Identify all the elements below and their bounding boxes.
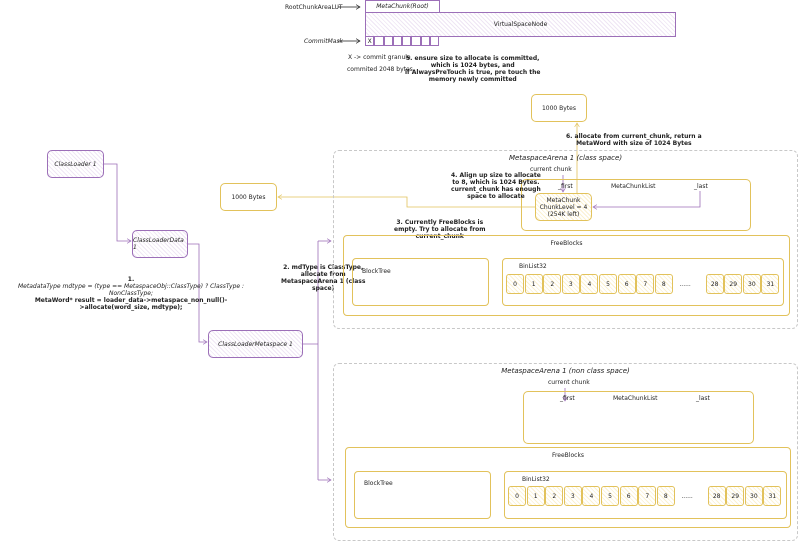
bin-cell: 2: [543, 274, 562, 294]
bin-cell: 4: [580, 274, 599, 294]
bin-cell: 0: [506, 274, 525, 294]
blocktree-nonclass: [354, 471, 491, 519]
metachunk-list-class: [521, 179, 751, 231]
commit-granule: [383, 36, 393, 46]
root-lut-label: RootChunkAreaLUT: [285, 4, 343, 11]
metachunk-list-label: MetaChunkList: [613, 395, 658, 402]
bin-cell: 8: [654, 274, 673, 294]
metachunk-list-nonclass: [523, 391, 754, 444]
bin-ellipsis: ......: [679, 281, 691, 288]
commit-granule: X: [365, 36, 375, 46]
commit-granule: [429, 36, 439, 46]
bin-cell: 7: [636, 274, 655, 294]
binlist-class: [502, 258, 784, 306]
cl-to-cld: [103, 163, 131, 241]
freeblocks-nonclass: [345, 447, 791, 528]
bin-cell: 6: [619, 486, 638, 506]
bin-cell: 8: [656, 486, 675, 506]
bin-cell: 4: [582, 486, 601, 506]
metaspace-arena-class: [333, 150, 798, 329]
note-6: 6. allocate from current_chunk, return a…: [566, 133, 702, 147]
legend-committed: commited 2048 bytes: [347, 66, 413, 73]
binlist-label: BinList32: [519, 263, 547, 270]
cld-to-clm: [188, 243, 207, 342]
chunk-to-left-bytes: [278, 197, 535, 208]
blocktree-label: BlockTree: [362, 268, 391, 275]
bin-cell: 0: [508, 486, 527, 506]
bin-cell: 1: [524, 274, 543, 294]
first-label: _first: [560, 395, 575, 402]
bin-cell: 6: [617, 274, 636, 294]
current-chunk-label: current chunk: [548, 379, 590, 386]
commit-granule: [420, 36, 430, 46]
blocktree-label: BlockTree: [364, 480, 393, 487]
metachunk-list-label: MetaChunkList: [611, 183, 656, 190]
allocated-bytes-top: 1000 Bytes: [531, 94, 587, 122]
bin-cell: 3: [561, 274, 580, 294]
class-loader-1: ClassLoader 1: [47, 150, 104, 178]
bin-cell: 5: [599, 274, 618, 294]
arena-class-title: MetaspaceArena 1 (class space): [508, 154, 623, 162]
commit-granule: [411, 36, 421, 46]
blocktree-class: [352, 258, 489, 306]
bin-cell: 31: [761, 274, 780, 294]
bin-cell: 28: [705, 274, 724, 294]
bin-cell: 3: [563, 486, 582, 506]
legend-granule: X -> commit granule: [348, 54, 411, 61]
class-loader-data-1: ClassLoaderData 1: [132, 230, 188, 258]
freeblocks-label: FreeBlocks: [550, 240, 583, 247]
commit-granule: [374, 36, 384, 46]
binlist-nonclass: [504, 471, 787, 519]
bin-cell: 28: [707, 486, 726, 506]
commit-granule: [402, 36, 412, 46]
metaspace-arena-nonclass: [333, 363, 798, 541]
note-1: 1.MetadataType mdtype = (type == Metaspa…: [18, 276, 244, 311]
bin-cell: 29: [724, 274, 743, 294]
bin-cell: 30: [742, 274, 761, 294]
bin-cell: 2: [545, 486, 564, 506]
note-5: 5. ensure size to allocate is committed,…: [405, 55, 541, 83]
bin-ellipsis: ......: [681, 493, 693, 500]
bin-cell: 31: [763, 486, 782, 506]
last-arrow-1: [593, 191, 701, 207]
bin-cell: 1: [526, 486, 545, 506]
freeblocks-class: [343, 235, 790, 316]
bin-cell: 30: [744, 486, 763, 506]
current-chunk-label: current chunk: [530, 166, 572, 173]
freeblocks-label: FreeBlocks: [551, 452, 585, 459]
last-label: _last: [694, 183, 708, 190]
virtual-space-node: VirtualSpaceNode: [365, 12, 676, 37]
bin-cell: 29: [726, 486, 745, 506]
commit-granule: [392, 36, 402, 46]
class-loader-metaspace-1: ClassLoaderMetaspace 1: [208, 330, 303, 358]
arena-nonclass-title: MetaspaceArena 1 (non class space): [501, 367, 630, 375]
bin-cell: 7: [638, 486, 657, 506]
clm-to-arenas: [302, 241, 319, 480]
commit-mask-label: CommitMask: [304, 38, 344, 45]
first-label: _first: [558, 183, 573, 190]
allocated-bytes-left: 1000 Bytes: [220, 183, 277, 211]
bin-cell: 5: [601, 486, 620, 506]
last-label: _last: [696, 395, 710, 402]
binlist-label: BinList32: [522, 476, 550, 483]
